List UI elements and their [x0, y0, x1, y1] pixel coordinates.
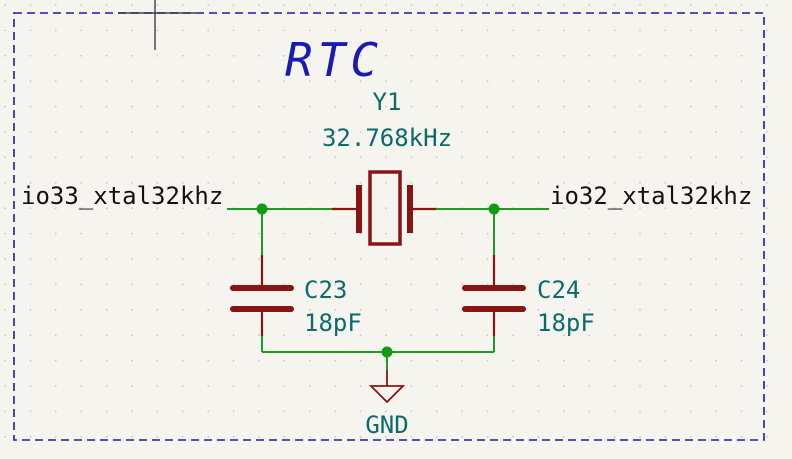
capacitor-c23[interactable]	[230, 255, 294, 336]
rtc-group-frame	[13, 12, 765, 441]
y1-reference: Y1	[373, 88, 402, 116]
c24-value: 18pF	[537, 309, 595, 337]
y1-value: 32.768kHz	[322, 124, 452, 152]
c23-value: 18pF	[304, 309, 362, 337]
crystal-y1[interactable]	[332, 170, 436, 246]
junctions	[256, 203, 500, 358]
grid-dots	[4, 4, 768, 438]
capacitor-c24[interactable]	[462, 255, 526, 336]
group-title: RTC	[285, 33, 383, 87]
junction-right[interactable]	[488, 203, 500, 215]
crosshair-cursor-icon	[118, 0, 196, 50]
net-label-left[interactable]: io33_xtal32khz	[21, 182, 223, 210]
net-label-right[interactable]: io32_xtal32khz	[550, 182, 752, 210]
c24-reference: C24	[537, 276, 580, 304]
junction-left[interactable]	[256, 203, 268, 215]
ground-symbol-icon[interactable]	[368, 370, 406, 404]
gnd-label: GND	[365, 411, 408, 439]
crystal-oscillator-icon	[368, 170, 402, 246]
c23-reference: C23	[304, 276, 347, 304]
junction-ground[interactable]	[381, 346, 393, 358]
